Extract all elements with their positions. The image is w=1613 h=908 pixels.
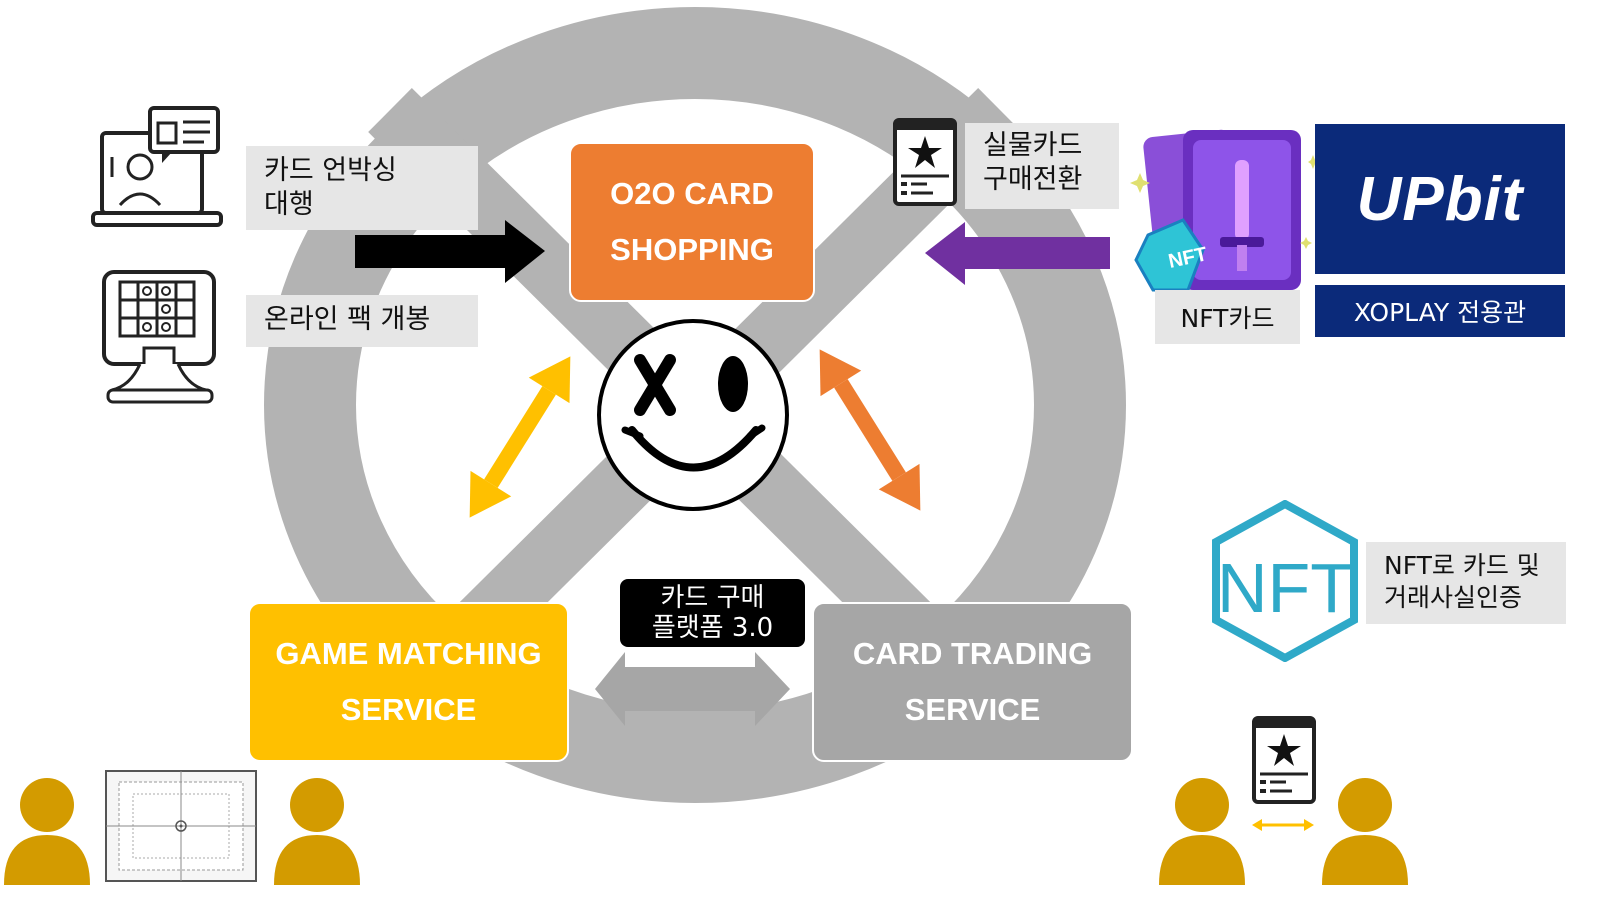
trade-line2: SERVICE: [904, 692, 1041, 727]
nft-logo-icon: NFT: [1212, 500, 1358, 662]
orange-double-arrow: [819, 349, 921, 511]
online-pack-text: 온라인 팩 개봉: [264, 304, 431, 335]
o2o-card-shopping-box[interactable]: O2O CARD SHOPPING: [569, 142, 815, 302]
gray-double-arrow: [595, 652, 790, 726]
nft-card-label: NFT카드: [1155, 290, 1300, 344]
unboxing-label: 카드 언박싱 대행: [246, 146, 478, 230]
game-line2: SERVICE: [340, 692, 477, 727]
black-arrow: [355, 220, 545, 283]
xoplay-label[interactable]: XOPLAY 전용관: [1315, 285, 1565, 337]
o2o-line1: O2O CARD: [610, 176, 774, 211]
trade-line1: CARD TRADING: [852, 636, 1093, 671]
card-trading-service-box[interactable]: CARD TRADING SERVICE: [812, 602, 1133, 762]
physical-card-label: 실물카드 구매전환: [965, 123, 1119, 209]
upbit-logo[interactable]: UPbit: [1315, 124, 1565, 274]
o2o-line2: SHOPPING: [610, 232, 774, 267]
person-icon: [274, 778, 360, 885]
nft-cert-line2: 거래사실인증: [1384, 583, 1523, 612]
card-star-icon: [893, 118, 957, 206]
xoplay-text: XOPLAY 전용관: [1353, 298, 1527, 327]
yellow-double-arrow: [469, 356, 571, 518]
game-line1: GAME MATCHING: [275, 636, 542, 671]
person-icon: [1322, 778, 1408, 885]
gray-ring: [264, 7, 1126, 803]
smiley-logo-icon: [597, 319, 789, 511]
nft-card-text: NFT카드: [1180, 304, 1275, 333]
card-table-icon: [105, 770, 257, 882]
kiosk-icon: [102, 270, 216, 404]
nft-cert-line1: NFT로 카드 및: [1384, 551, 1540, 580]
platform-line2: 플랫폼 3.0: [651, 613, 774, 643]
nft-card-art-icon: NFT: [1130, 129, 1318, 292]
physical-line2: 구매전환: [983, 164, 1083, 195]
person-icon: [1159, 778, 1245, 885]
purple-arrow: [925, 222, 1110, 285]
unboxing-label-line2: 대행: [264, 189, 314, 220]
online-pack-label: 온라인 팩 개봉: [246, 295, 478, 347]
upbit-text: UPbit: [1356, 164, 1524, 234]
small-double-arrow: [1252, 819, 1314, 831]
game-matching-service-box[interactable]: GAME MATCHING SERVICE: [248, 602, 569, 762]
card-star-icon: [1252, 716, 1316, 804]
laptop-shopping-icon: [91, 106, 223, 227]
platform-label: 카드 구매 플랫폼 3.0: [620, 579, 805, 647]
person-icon: [4, 778, 90, 885]
physical-line1: 실물카드: [983, 130, 1083, 161]
unboxing-label-line1: 카드 언박싱: [264, 155, 397, 186]
nft-cert-label: NFT로 카드 및 거래사실인증: [1366, 542, 1566, 624]
nft-logo-text: NFT: [1217, 549, 1353, 627]
platform-line1: 카드 구매: [660, 583, 765, 613]
